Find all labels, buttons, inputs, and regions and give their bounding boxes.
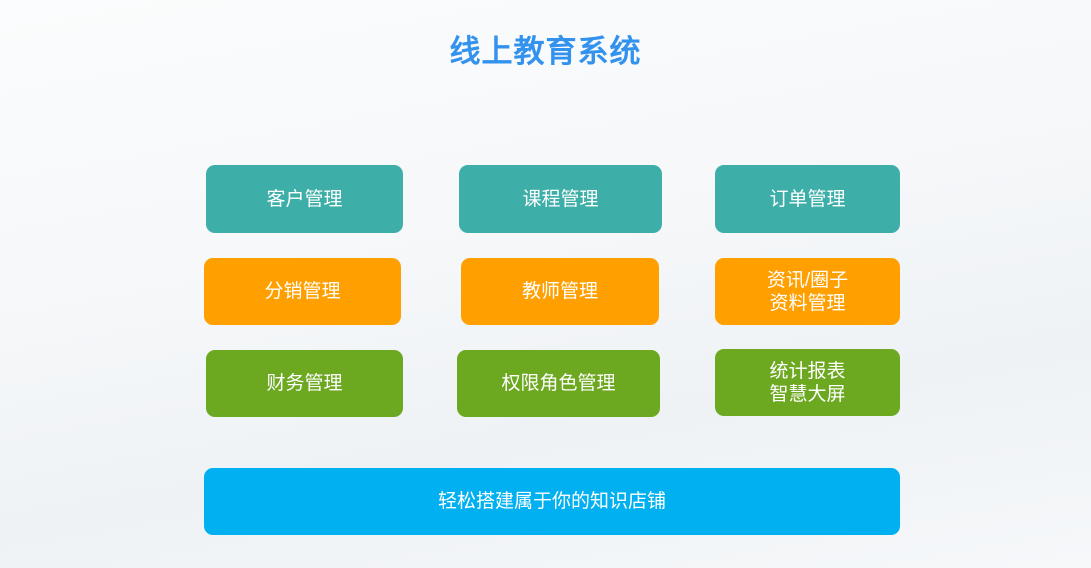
- statistics-dashboard-button[interactable]: 统计报表智慧大屏: [715, 349, 900, 416]
- tile-label: 权限角色管理: [501, 373, 616, 394]
- customer-management-button[interactable]: 客户管理: [206, 165, 403, 233]
- finance-management-button[interactable]: 财务管理: [206, 350, 403, 417]
- permission-role-management-button[interactable]: 权限角色管理: [457, 350, 660, 417]
- tile-label: 分销管理: [264, 281, 341, 302]
- tile-label-line2: 资料管理: [769, 292, 846, 314]
- tile-label-line2: 智慧大屏: [769, 383, 846, 405]
- teacher-management-button[interactable]: 教师管理: [461, 258, 659, 325]
- tile-label: 教师管理: [521, 281, 598, 302]
- tile-label: 客户管理: [266, 188, 343, 210]
- course-management-button[interactable]: 课程管理: [459, 165, 662, 233]
- tile-label: 课程管理: [522, 188, 599, 210]
- tile-label-line1: 资讯/圈子: [766, 269, 849, 291]
- order-management-button[interactable]: 订单管理: [715, 165, 900, 233]
- banner-label: 轻松搭建属于你的知识店铺: [437, 491, 666, 512]
- page-title: 线上教育系统: [449, 34, 642, 69]
- tile-label-line1: 统计报表: [769, 360, 846, 382]
- tile-label: 订单管理: [769, 188, 846, 210]
- tile-label: 财务管理: [266, 373, 343, 394]
- distribution-management-button[interactable]: 分销管理: [204, 258, 401, 325]
- news-materials-management-button[interactable]: 资讯/圈子资料管理: [715, 258, 900, 325]
- knowledge-store-banner[interactable]: 轻松搭建属于你的知识店铺: [204, 468, 900, 535]
